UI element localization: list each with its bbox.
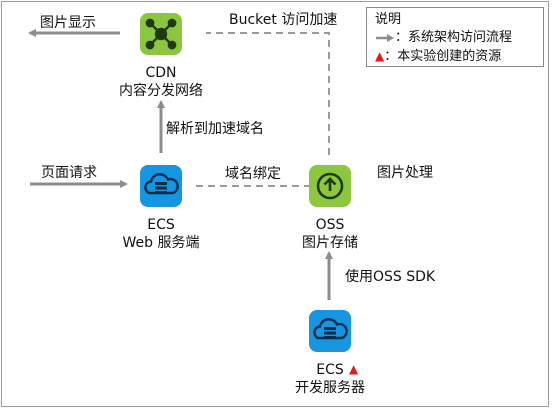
created-resource-marker-icon: ▲	[349, 362, 359, 376]
ecs-web-subtitle: Web 服务端	[122, 235, 200, 251]
cdn-network-icon	[140, 13, 182, 55]
label-image-process: 图片处理	[377, 165, 433, 181]
legend-resource-text: ：本实验创建的资源	[384, 49, 502, 64]
ecs-web-title: ECS	[147, 217, 175, 233]
legend-triangle-icon: ▲	[375, 49, 385, 63]
ecs-web-node-label: ECS Web 服务端	[123, 216, 200, 252]
server-cloud-icon	[140, 165, 182, 207]
ecs-dev-subtitle: 开发服务器	[295, 380, 365, 396]
legend-arrow-icon	[376, 33, 394, 42]
legend-row-resource: ▲：本实验创建的资源	[375, 48, 501, 65]
server-cloud-icon	[309, 310, 351, 352]
legend-row-flow: ：系统架构访问流程	[375, 30, 512, 46]
label-resolve-accel: 解析到加速域名	[166, 121, 264, 137]
ecs-dev-title: ECS	[316, 362, 344, 378]
cdn-subtitle: 内容分发网络	[119, 83, 203, 99]
cdn-node-label: CDN 内容分发网络	[119, 64, 203, 100]
legend-title: 说明	[375, 12, 402, 27]
cdn-title: CDN	[145, 65, 177, 81]
oss-node-label: OSS 图片存储	[302, 216, 358, 252]
dashed-bucket-accel	[206, 32, 330, 155]
label-domain-bind: 域名绑定	[225, 166, 281, 182]
oss-title: OSS	[315, 217, 345, 233]
label-bucket-accel: Bucket 访问加速	[229, 12, 338, 28]
legend-box: 说明 ：系统架构访问流程 ▲：本实验创建的资源	[366, 7, 544, 67]
storage-refresh-icon	[309, 165, 351, 207]
ecs-dev-node-label: ECS 开发服务器	[295, 361, 365, 397]
legend-flow-text: ：系统架构访问流程	[395, 30, 513, 45]
label-use-sdk: 使用OSS SDK	[345, 269, 436, 285]
label-page-request: 页面请求	[41, 165, 97, 181]
label-image-display: 图片显示	[40, 15, 96, 31]
oss-subtitle: 图片存储	[302, 235, 358, 251]
